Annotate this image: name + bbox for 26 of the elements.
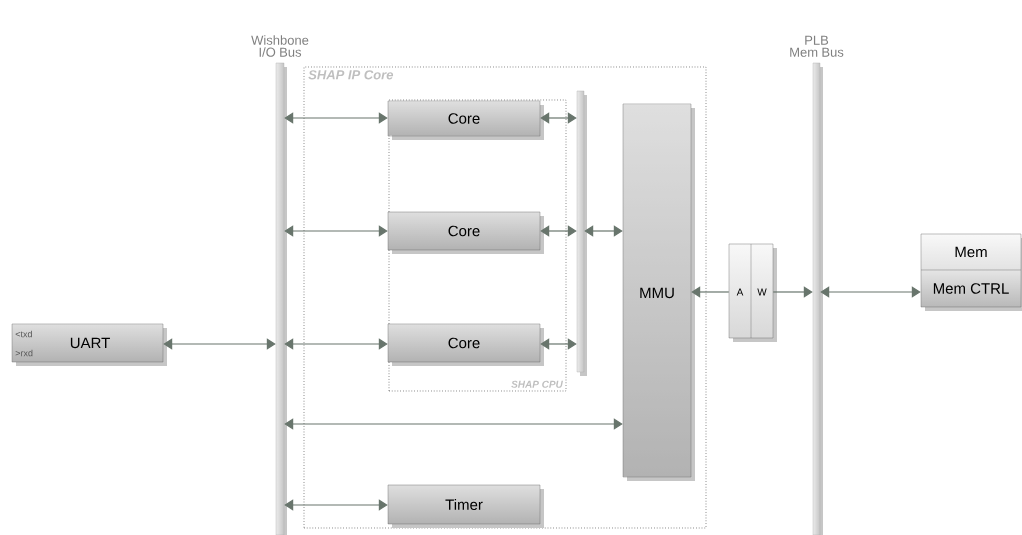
arrow <box>284 225 388 237</box>
arrow <box>772 286 813 298</box>
module-box: <txd >rxd UART <box>11 323 167 366</box>
arrow <box>540 338 577 350</box>
arrow <box>584 225 623 237</box>
buffer-box: A W <box>728 243 777 342</box>
bus-label: PLB Mem Bus <box>790 35 844 57</box>
arrow <box>540 112 577 124</box>
arrow <box>284 499 388 511</box>
bus-label: Wishbone I/O Bus <box>251 35 309 57</box>
group-label: SHAP CPU <box>511 380 563 388</box>
group-label: SHAP IP Core <box>308 70 394 80</box>
module-box: MMU <box>622 103 695 481</box>
bus-bar <box>576 90 587 376</box>
arrow <box>163 338 276 350</box>
arrow <box>820 286 921 298</box>
arrow <box>284 112 388 124</box>
module-box: Core <box>387 100 544 140</box>
module-box: Timer <box>387 484 544 528</box>
arrow <box>284 418 623 430</box>
memory-box: Mem Mem CTRL <box>920 233 1022 311</box>
module-box: Core <box>387 211 544 254</box>
arrow <box>540 225 577 237</box>
module-box: Core <box>387 323 544 366</box>
arrow <box>691 286 730 298</box>
arrow <box>284 338 388 350</box>
